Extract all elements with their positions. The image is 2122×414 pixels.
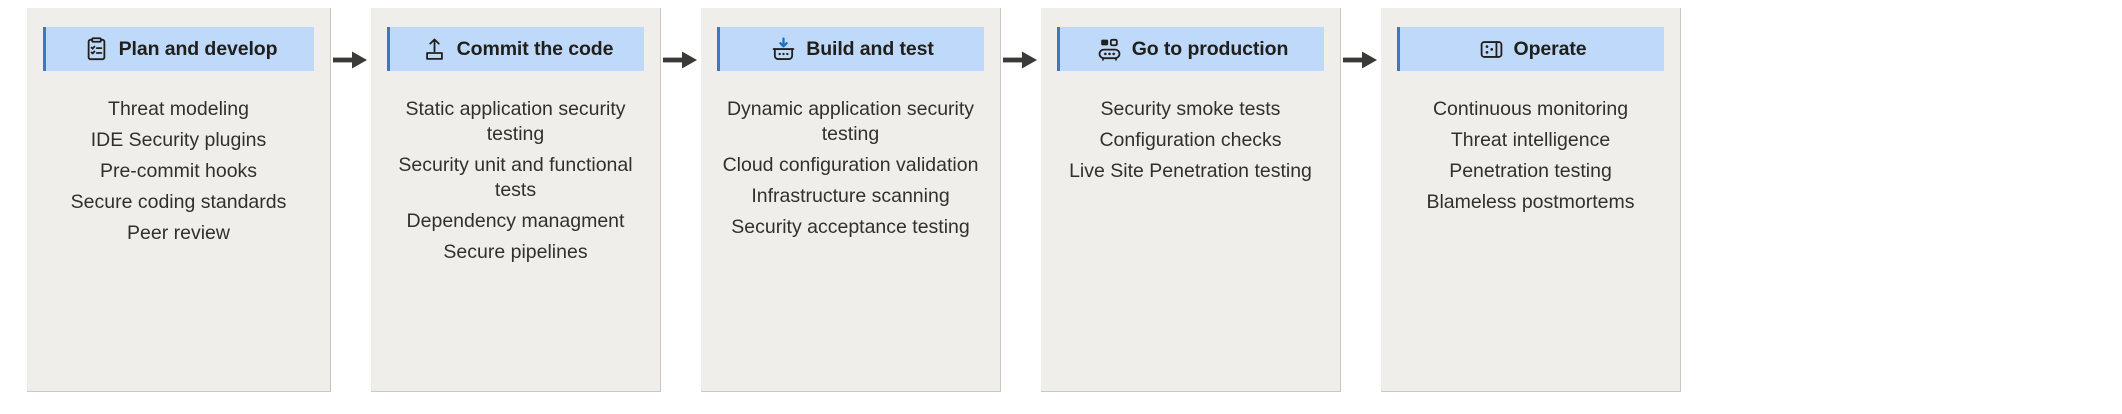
stage-title: Go to production [1131, 37, 1289, 60]
stage-header-build-and-test[interactable]: Build and test [717, 27, 984, 71]
list-item: Pre-commit hooks [99, 160, 258, 182]
stage-header-go-to-production[interactable]: Go to production [1057, 27, 1324, 71]
stage-panel-go-to-production[interactable]: Go to production Security smoke tests Co… [1041, 8, 1341, 392]
stage-item-list: Continuous monitoring Threat intelligenc… [1397, 97, 1664, 215]
stage-title: Plan and develop [118, 37, 278, 60]
arrow-connector-4 [1341, 38, 1381, 82]
list-item: Security unit and functional tests [398, 154, 633, 201]
list-item: Security acceptance testing [731, 216, 970, 238]
stage-title: Build and test [806, 37, 934, 60]
list-item: Peer review [127, 222, 230, 244]
stage-panel-plan-and-develop[interactable]: Plan and develop Threat modeling IDE Sec… [27, 8, 331, 392]
stage-header-plan-and-develop[interactable]: Plan and develop [43, 27, 314, 71]
stage-item-list: Security smoke tests Configuration check… [1057, 97, 1324, 184]
stage-panel-commit-the-code[interactable]: Commit the code Static application secur… [371, 8, 661, 392]
stage-header-commit-the-code[interactable]: Commit the code [387, 27, 644, 71]
list-item: Dependency managment [406, 210, 625, 232]
list-item: Static application security testing [405, 98, 626, 145]
arrow-connector-2 [661, 38, 701, 82]
list-item: Threat intelligence [1450, 129, 1611, 151]
list-item: Blameless postmortems [1426, 191, 1635, 213]
clipboard-checklist-icon [83, 36, 110, 63]
build-container-download-icon [770, 36, 797, 63]
list-item: Penetration testing [1449, 160, 1612, 182]
list-item: Threat modeling [108, 98, 249, 120]
list-item: Dynamic application security testing [726, 98, 975, 145]
arrow-connector-3 [1001, 38, 1041, 82]
stage-item-list: Dynamic application security testing Clo… [717, 97, 984, 240]
stage-header-operate[interactable]: Operate [1397, 27, 1664, 71]
list-item: Security smoke tests [1100, 98, 1281, 120]
server-dots-icon [1478, 36, 1505, 63]
list-item: IDE Security plugins [90, 129, 267, 151]
stage-panel-operate[interactable]: Operate Continuous monitoring Threat int… [1381, 8, 1681, 392]
list-item: Secure coding standards [70, 191, 287, 213]
conveyor-belt-icon [1096, 36, 1123, 63]
stage-title: Operate [1513, 37, 1587, 60]
stage-item-list: Threat modeling IDE Security plugins Pre… [43, 97, 314, 246]
stage-panel-build-and-test[interactable]: Build and test Dynamic application secur… [701, 8, 1001, 392]
stage-title: Commit the code [456, 37, 614, 60]
list-item: Secure pipelines [443, 241, 588, 263]
list-item: Infrastructure scanning [751, 185, 950, 207]
upload-tray-icon [421, 36, 448, 63]
list-item: Cloud configuration validation [722, 154, 979, 176]
arrow-connector-1 [331, 38, 371, 82]
list-item: Configuration checks [1099, 129, 1282, 151]
list-item: Live Site Penetration testing [1069, 160, 1312, 182]
list-item: Continuous monitoring [1432, 98, 1629, 120]
stage-item-list: Static application security testing Secu… [387, 97, 644, 265]
